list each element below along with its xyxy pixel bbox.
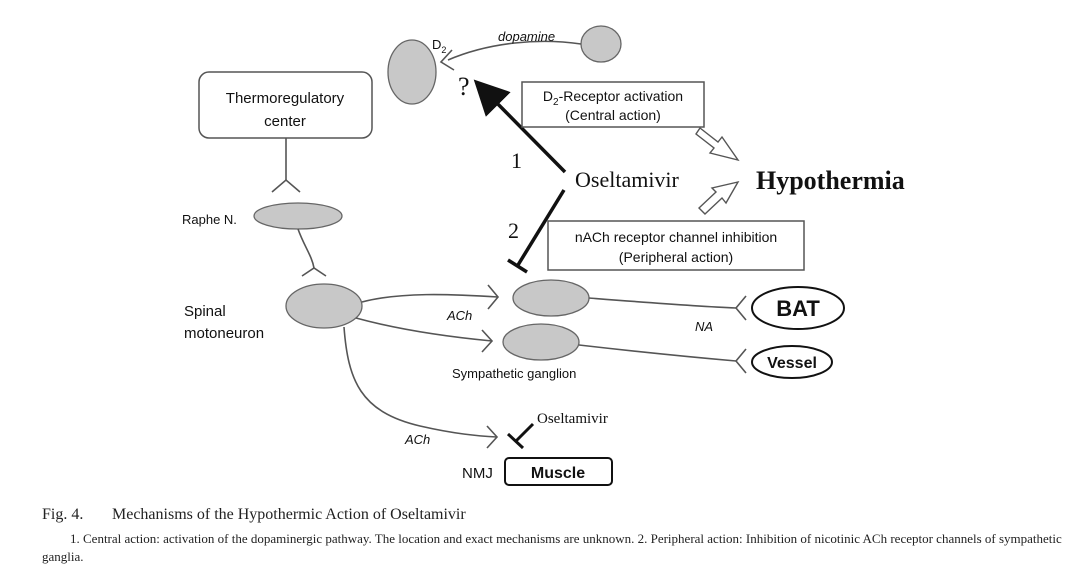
sympathetic-ganglion-label: Sympathetic ganglion: [452, 366, 576, 381]
unknown-site-question-mark: ?: [458, 72, 470, 101]
d2-receptor-label: D2: [432, 37, 446, 55]
vessel-synapse-fork: [734, 348, 747, 374]
na-label: NA: [695, 319, 713, 334]
bat-target: [751, 286, 845, 330]
sympathetic-ganglion-cell-lower: [502, 323, 580, 361]
hypothermia-label: Hypothermia: [756, 166, 905, 195]
bat-synapse-fork: [734, 295, 747, 321]
ach-label-lower: ACh: [404, 432, 430, 447]
peripheral-action-inhibition-line: [516, 189, 566, 266]
central-action-line2: (Central action): [565, 107, 661, 123]
oseltamivir-nmj-label: Oseltamivir: [537, 411, 608, 427]
vessel-label: Vessel: [767, 355, 817, 372]
spinal-to-upper-ganglion-line: [361, 293, 499, 303]
thermo-synapse-fork: [271, 178, 301, 193]
raphe-spinal-synapse-fork: [301, 267, 327, 277]
spinal-motoneuron-cell: [285, 283, 363, 329]
oseltamivir-nmj-inhibition-line: [514, 422, 535, 443]
dopamine-neuron-cell: [580, 25, 622, 63]
peripheral-action-line1: nACh receptor channel inhibition: [575, 229, 777, 245]
peripheral-action-line2: (Peripheral action): [619, 249, 733, 265]
upper-ganglion-synapse-fork: [487, 284, 500, 310]
oseltamivir-center-label: Oseltamivir: [575, 167, 680, 192]
figure-title: Mechanisms of the Hypothermic Action of …: [112, 506, 466, 523]
spinal-to-nmj-line: [343, 326, 498, 438]
figure-caption-body: 1. Central action: activation of the dop…: [42, 531, 1062, 564]
raphe-to-spinal-line: [297, 228, 315, 269]
thermoregulatory-label-line1: Thermoregulatory: [226, 90, 345, 107]
dopamine-label: dopamine: [498, 29, 555, 44]
peripheral-action-box: [547, 220, 805, 271]
peripheral-to-hypothermia-arrow: [697, 180, 740, 215]
d2-synapse-fork: [439, 49, 455, 71]
nmj-label: NMJ: [462, 465, 493, 482]
central-action-box: [521, 81, 705, 128]
thermoregulatory-label-line2: center: [264, 113, 306, 130]
vessel-target: [751, 345, 833, 379]
figure-number: Fig. 4.: [42, 506, 84, 523]
bat-label: BAT: [776, 296, 820, 321]
ganglion-to-vessel-line: [578, 344, 737, 362]
lower-ganglion-synapse-fork: [481, 329, 494, 353]
spinal-label-line2: motoneuron: [184, 325, 264, 342]
ganglion-to-bat-line: [588, 297, 737, 309]
oseltamivir-nmj-inhibition-bar: [506, 432, 525, 450]
ach-label-upper: ACh: [446, 308, 472, 323]
mechanism-diagram: Thermoregulatory center Raphe N. Spinal …: [182, 25, 905, 486]
dopamine-axon-line: [447, 40, 582, 61]
central-to-hypothermia-arrow: [695, 126, 740, 162]
path-2-label: 2: [508, 218, 519, 243]
muscle-label: Muscle: [531, 465, 585, 482]
d2-neuron-cell: [387, 39, 437, 105]
spinal-label-line1: Spinal: [184, 303, 226, 320]
muscle-box: [504, 457, 613, 486]
raphe-label: Raphe N.: [182, 212, 237, 227]
sympathetic-ganglion-cell-upper: [512, 279, 590, 317]
path-1-label: 1: [511, 148, 522, 173]
nmj-synapse-fork: [486, 425, 499, 449]
spinal-to-lower-ganglion-line: [355, 317, 493, 342]
raphe-nucleus-cell: [253, 202, 343, 230]
peripheral-action-inhibition-bar: [507, 258, 528, 274]
central-action-line1: D2-Receptor activation: [543, 88, 683, 108]
central-action-arrow: [473, 79, 567, 174]
figure-caption-title: Fig. 4. Mechanisms of the Hypothermic Act…: [42, 506, 1072, 524]
